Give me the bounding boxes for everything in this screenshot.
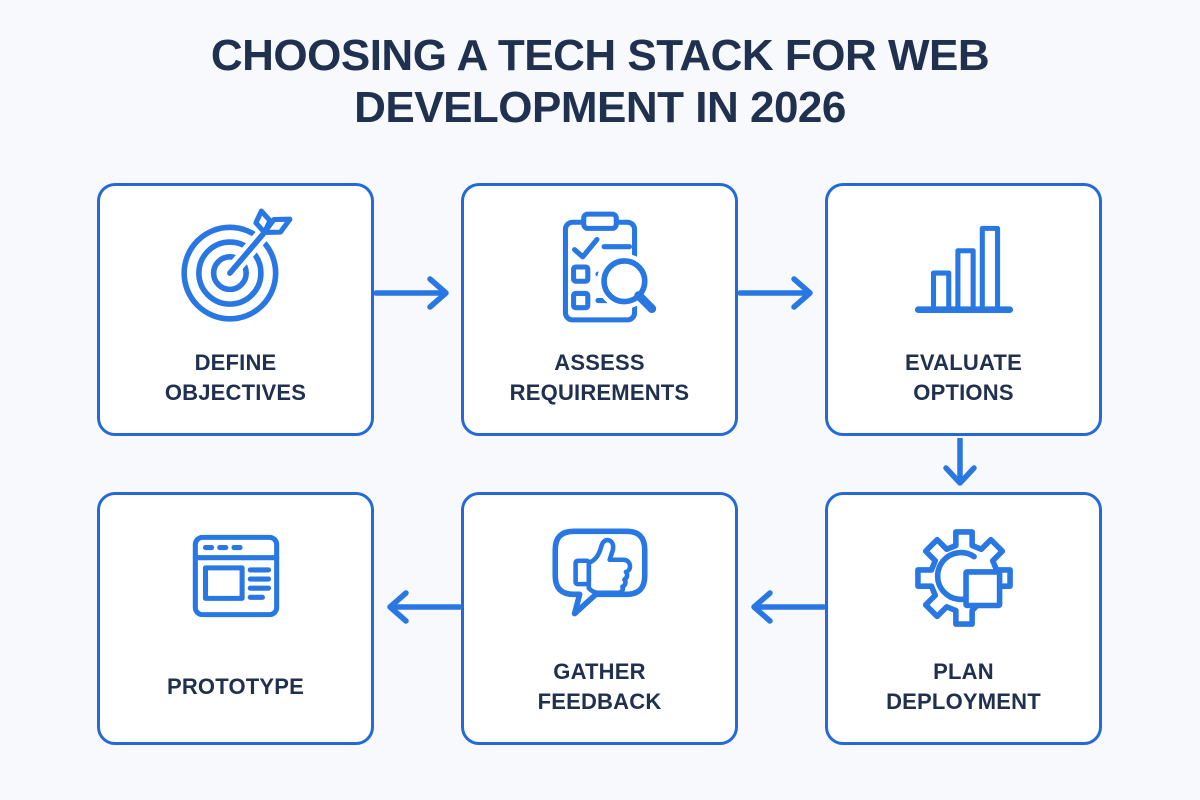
gear-icon [914,529,1013,627]
step-label-line: DEFINE [194,350,277,375]
page-title: CHOOSING A TECH STACK FOR WEB DEVELOPMEN… [0,30,1200,134]
icon-container [100,206,371,328]
step-card-assess-requirements: ASSESS REQUIREMENTS [461,183,738,436]
step-label-line: OPTIONS [913,380,1014,405]
step-card-define-objectives: DEFINE OBJECTIVES [97,183,374,436]
icon-container [464,515,735,637]
step-label-line: EVALUATE [905,350,1022,375]
icon-container [464,206,735,328]
icon-container [100,515,371,637]
step-label-line: OBJECTIVES [164,380,307,405]
step-label: GATHER FEEDBACK [472,647,727,727]
checklist-magnifier-icon [562,211,660,323]
arrow-right-icon [738,276,813,310]
step-label: PLAN DEPLOYMENT [836,647,1091,727]
step-label-line: PROTOTYPE [166,674,305,699]
target-icon [180,208,292,322]
step-card-plan-deployment: PLAN DEPLOYMENT [825,492,1102,745]
arrow-left-icon [387,590,462,624]
step-card-gather-feedback: GATHER FEEDBACK [461,492,738,745]
connector-assess-to-evaluate [738,271,818,315]
arrow-right-icon [374,276,449,310]
connector-evaluate-to-plan [938,438,982,488]
step-label: EVALUATE OPTIONS [836,338,1091,418]
step-label: DEFINE OBJECTIVES [108,338,363,418]
step-label-line: ASSESS [554,350,645,375]
thumbs-up-bubble-icon [551,528,648,617]
icon-container [828,206,1099,328]
page-title-line2: DEVELOPMENT IN 2026 [354,82,846,132]
step-label: ASSESS REQUIREMENTS [472,338,727,418]
step-card-evaluate-options: EVALUATE OPTIONS [825,183,1102,436]
step-label: PROTOTYPE [108,647,363,727]
step-label-line: FEEDBACK [537,689,662,714]
connector-gather-to-prototype [382,585,462,629]
browser-wireframe-icon [192,534,279,618]
arrow-down-icon [943,438,977,486]
step-label-line: DEPLOYMENT [886,689,1041,714]
arrow-left-icon [751,590,826,624]
bar-chart-icon [914,225,1013,314]
page-title-line1: CHOOSING A TECH STACK FOR WEB [210,31,990,80]
step-card-prototype: PROTOTYPE [97,492,374,745]
step-label-line: GATHER [553,659,646,684]
icon-container [828,515,1099,637]
step-label-line: REQUIREMENTS [509,380,690,405]
connector-define-to-assess [374,271,454,315]
step-label-line: PLAN [933,659,994,684]
connector-plan-to-gather [746,585,826,629]
